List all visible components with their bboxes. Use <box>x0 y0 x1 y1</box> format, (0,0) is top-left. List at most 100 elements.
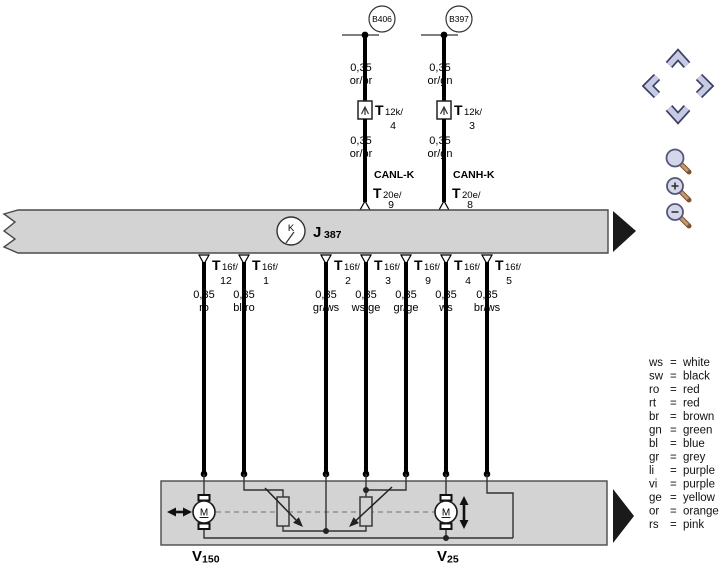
top-channel-canh: B397 0,35 or/gn T 12k/ 3 0,35 or/gn CANH… <box>421 5 495 211</box>
junction-dot <box>323 528 329 534</box>
bus-label: CANL-K <box>374 169 415 181</box>
potentiometer-arrow <box>264 487 297 521</box>
legend-abbr: gr <box>649 452 659 464</box>
component-box: M M <box>160 474 634 546</box>
pin-sub: 16f/ <box>222 262 238 273</box>
continuation-arrow-icon <box>613 489 634 543</box>
zoom-out-icon[interactable] <box>666 203 692 229</box>
wire-color-label: ro <box>199 302 209 314</box>
wire-size-label: 0,35 <box>350 62 371 74</box>
legend-color-name: yellow <box>683 492 716 504</box>
pin-number: 4 <box>465 275 471 287</box>
inner-wire <box>203 529 513 539</box>
pin-number: 2 <box>345 275 351 287</box>
direction-arrow-icon <box>359 254 373 266</box>
motion-arrowhead-icon <box>167 507 176 517</box>
legend-color-name: red <box>683 398 700 410</box>
wire-color-label: or/gn <box>427 75 452 87</box>
pin-sub: 16f/ <box>344 262 360 273</box>
motor-terminal <box>197 522 211 530</box>
ecu-connector-T: T <box>373 185 382 201</box>
pin-number: 5 <box>506 275 512 287</box>
device-label-v150: V150 <box>192 548 220 566</box>
wire-color-label: ws <box>438 302 453 314</box>
potentiometer-arrowhead-icon <box>349 517 359 527</box>
lower-wire-group: T 16f/ 3 0,35 ws/ge <box>351 254 400 478</box>
connector-T: T <box>454 102 463 118</box>
legend-color-name: grey <box>683 452 706 464</box>
legend-eq: = <box>670 425 677 437</box>
device-label-v25: V25 <box>437 548 459 566</box>
pan-down-icon[interactable] <box>665 104 691 125</box>
legend-eq: = <box>670 452 677 464</box>
legend-color-name: white <box>682 357 710 369</box>
pin-T: T <box>414 257 423 273</box>
pan-left-icon[interactable] <box>641 73 661 99</box>
legend-color-name: green <box>683 425 712 437</box>
legend-eq: = <box>670 465 677 477</box>
legend-abbr: ws <box>648 357 663 369</box>
inner-wire <box>366 474 407 491</box>
wire-size-label: 0,35 <box>315 289 336 301</box>
top-channel-canl: B406 0,35 or/br T 12k/ 4 0,35 or/br CANL… <box>342 5 415 211</box>
legend-eq: = <box>670 438 677 450</box>
zoom-in-icon[interactable] <box>666 177 692 203</box>
lower-wire-group: T 16f/ 1 0,35 bl/ro <box>233 254 278 478</box>
legend-abbr: or <box>649 506 659 518</box>
legend-abbr: vi <box>649 479 657 491</box>
potentiometer-arrowhead-icon <box>293 517 303 527</box>
ecu-connector-sub: 20e/ <box>462 190 481 201</box>
continuation-arrow-icon <box>613 211 636 252</box>
wire-color-label: ws/ge <box>351 302 381 314</box>
ecu-connector-pin: 8 <box>467 199 473 211</box>
ecu-connector-pin: 9 <box>388 199 394 211</box>
motion-arrowhead-icon <box>459 520 469 529</box>
legend-abbr: li <box>649 465 654 477</box>
direction-arrow-icon <box>319 254 333 266</box>
pin-T: T <box>334 257 343 273</box>
legend-eq: = <box>670 371 677 383</box>
motor-terminal <box>439 522 453 530</box>
control-unit-symbol-letter: K <box>288 223 295 234</box>
component-id: B397 <box>449 14 469 24</box>
connector-arrow-icon <box>439 105 449 115</box>
zoom-controls <box>665 148 692 229</box>
legend-eq: = <box>670 357 677 369</box>
inner-wire <box>243 474 284 497</box>
wire-color-label: br/ws <box>474 302 501 314</box>
pin-sub: 16f/ <box>424 262 440 273</box>
connector-sub: 12k/ <box>385 107 403 118</box>
pin-number: 1 <box>263 275 269 287</box>
motor-terminal <box>197 494 211 502</box>
direction-arrow-icon <box>399 254 413 266</box>
pin-number: 9 <box>425 275 431 287</box>
component-circle <box>368 5 396 33</box>
wire-color-label: gr/ge <box>393 302 418 314</box>
control-unit-symbol-lever <box>285 231 295 244</box>
legend-color-name: purple <box>683 465 715 477</box>
legend-color-name: blue <box>683 438 705 450</box>
component-box-shape <box>160 480 608 546</box>
direction-arrow-icon <box>480 254 494 266</box>
motion-arrowhead-icon <box>459 496 469 505</box>
ecu-connector-T: T <box>452 185 461 201</box>
zoom-lens-icon[interactable] <box>665 148 692 175</box>
legend-eq: = <box>670 384 677 396</box>
wire-size-label: 0,35 <box>435 289 456 301</box>
ecu-bar-shape <box>2 209 609 254</box>
wire-size-label: 0,35 <box>233 289 254 301</box>
motor-v25: M <box>434 494 469 530</box>
motor-v150: M <box>167 494 216 530</box>
legend-abbr: br <box>649 411 659 423</box>
pin-T: T <box>212 257 221 273</box>
wire-size-label: 0,35 <box>476 289 497 301</box>
direction-arrow-icon <box>439 254 453 266</box>
pin-sub: 16f/ <box>262 262 278 273</box>
legend-color-name: orange <box>683 506 719 518</box>
color-legend: ws=white sw=black ro=red rt=red br=brown… <box>648 357 719 531</box>
pan-right-icon[interactable] <box>695 73 715 99</box>
pan-up-icon[interactable] <box>665 48 691 69</box>
wire-size-label: 0,35 <box>429 135 450 147</box>
legend-abbr: gn <box>649 425 662 437</box>
